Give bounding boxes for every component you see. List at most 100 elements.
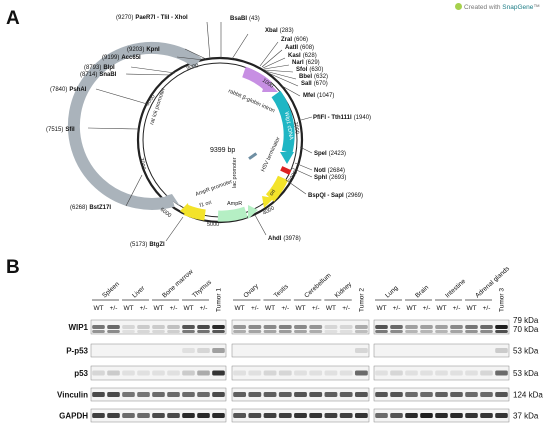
kda-label: 79 kDa xyxy=(513,316,539,325)
site-kpni: (9203)KpnI xyxy=(127,47,160,53)
protein-band xyxy=(450,325,463,329)
site-btgzi: (5173)BtgZI xyxy=(130,242,165,248)
tumor-label: Tumor 1 xyxy=(216,288,223,312)
protein-band xyxy=(390,413,403,418)
protein-band xyxy=(420,413,433,418)
plasmid-size: 9399 bp xyxy=(210,147,235,154)
protein-band xyxy=(92,325,105,329)
protein-band xyxy=(212,370,225,376)
protein-band xyxy=(278,325,292,329)
protein-band xyxy=(212,325,225,329)
protein-band xyxy=(324,370,338,376)
protein-band xyxy=(309,413,323,418)
protein-band xyxy=(167,370,180,376)
protein-band xyxy=(420,370,433,376)
protein-band xyxy=(405,413,418,418)
protein-band xyxy=(375,392,388,397)
label-f1: f1 ori xyxy=(199,200,212,209)
row-label: p53 xyxy=(74,369,88,378)
label-hsv: HSV terminator xyxy=(260,136,281,173)
protein-band xyxy=(152,370,165,376)
protein-band xyxy=(182,392,195,397)
protein-band xyxy=(278,370,292,376)
tick-2000: 2000 xyxy=(292,121,300,134)
protein-band xyxy=(92,392,105,397)
protein-band xyxy=(294,413,307,418)
feature-ampr xyxy=(217,206,248,222)
protein-band-lower xyxy=(324,330,338,333)
protein-band xyxy=(182,370,195,376)
protein-band xyxy=(233,370,247,376)
blot-strip xyxy=(373,343,510,358)
tissue-header: Adrenal glands xyxy=(474,265,511,300)
protein-band xyxy=(137,370,150,376)
protein-band-lower xyxy=(248,330,262,333)
tissue-header: Kidney xyxy=(334,280,354,299)
site-sali: SalI(670) xyxy=(301,81,328,87)
panel-b-letter: B xyxy=(6,257,20,278)
panel-a-letter: A xyxy=(6,8,20,29)
row-label: GAPDH xyxy=(59,412,88,421)
protein-band xyxy=(152,325,165,329)
restriction-sites: BsaBI(43) XbaI(283) ZraI(606) AatII(608)… xyxy=(46,15,371,248)
protein-band-lower xyxy=(197,330,210,333)
protein-band-lower xyxy=(212,330,225,333)
label-ampr: AmpR xyxy=(227,201,242,207)
site-aatii: AatII(608) xyxy=(285,45,314,51)
site-xbai: XbaI(283) xyxy=(265,28,294,34)
genotype-label: +/- xyxy=(200,305,208,312)
protein-band xyxy=(495,370,508,376)
protein-band-lower xyxy=(339,330,353,333)
tick-7000: 7000 xyxy=(138,157,146,170)
protein-band-lower xyxy=(405,330,418,333)
protein-band xyxy=(137,392,150,397)
blot-strip xyxy=(90,343,227,358)
protein-band xyxy=(450,413,463,418)
genotype-label: +/- xyxy=(170,305,178,312)
protein-band xyxy=(405,370,418,376)
protein-band xyxy=(480,413,493,418)
genotype-label: +/- xyxy=(342,305,350,312)
kda-label: 124 kDa xyxy=(513,391,543,400)
protein-band xyxy=(248,413,262,418)
protein-band xyxy=(122,325,135,329)
protein-band xyxy=(152,413,165,418)
protein-band-lower xyxy=(107,330,120,333)
protein-band xyxy=(278,392,292,397)
protein-band-lower xyxy=(137,330,150,333)
protein-band xyxy=(309,370,323,376)
genotype-label: WT xyxy=(376,305,386,312)
protein-band xyxy=(354,413,368,418)
protein-band xyxy=(435,392,448,397)
site-zrai: ZraI(606) xyxy=(281,37,308,43)
protein-band xyxy=(354,370,368,376)
protein-band xyxy=(167,413,180,418)
protein-band xyxy=(339,392,353,397)
protein-band-lower xyxy=(309,330,323,333)
site-blpi: (8793)BlpI xyxy=(84,65,115,71)
protein-band xyxy=(354,392,368,397)
genotype-label: +/- xyxy=(423,305,431,312)
tissue-header: Liver xyxy=(131,284,147,299)
tissue-header: Intestine xyxy=(444,278,467,300)
protein-band xyxy=(122,370,135,376)
feature-hsv-terminator xyxy=(280,166,292,175)
protein-band-lower xyxy=(354,330,368,333)
protein-band xyxy=(152,392,165,397)
protein-band-lower xyxy=(263,330,277,333)
kda-label: 53 kDa xyxy=(513,347,539,356)
protein-band xyxy=(495,348,508,353)
protein-band xyxy=(339,370,353,376)
feature-lac-promoter xyxy=(248,152,258,160)
site-acc65i: (9199)Acc65I xyxy=(102,55,141,61)
protein-band xyxy=(278,413,292,418)
protein-band xyxy=(450,370,463,376)
protein-band xyxy=(197,370,210,376)
genotype-label: +/- xyxy=(483,305,491,312)
protein-band xyxy=(375,370,388,376)
site-mfei: MfeI(1047) xyxy=(303,93,334,99)
protein-band xyxy=(197,348,210,353)
tick-5000: 5000 xyxy=(207,222,219,228)
genotype-label: WT xyxy=(436,305,446,312)
protein-band xyxy=(263,392,277,397)
